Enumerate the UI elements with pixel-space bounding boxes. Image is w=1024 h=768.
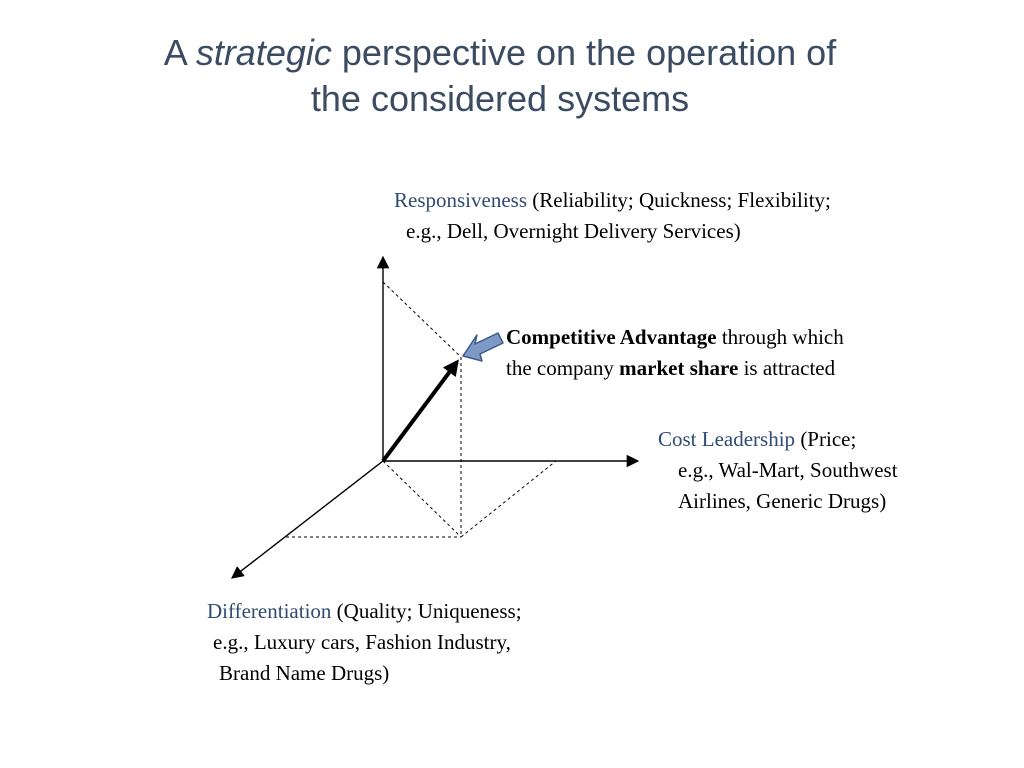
cost-leadership-desc-3: Airlines, Generic Drugs)	[678, 489, 887, 513]
responsiveness-desc-1: (Reliability; Quickness; Flexibility;	[527, 188, 831, 212]
title-emphasis: strategic	[195, 32, 332, 73]
competitive-advantage-label: Competitive Advantage through which the …	[506, 322, 844, 384]
advantage-text-3: is attracted	[738, 356, 836, 380]
advantage-text-1: through which	[716, 325, 844, 349]
cost-leadership-name: Cost Leadership	[658, 427, 796, 451]
cost-leadership-label: Cost Leadership (Price; e.g., Wal-Mart, …	[658, 424, 898, 517]
differentiation-name: Differentiation	[207, 599, 332, 623]
title-prefix: A	[163, 32, 196, 73]
differentiation-desc-1: (Quality; Uniqueness;	[331, 599, 522, 623]
callout-arrow-icon	[462, 332, 504, 362]
advantage-bold-1: Competitive Advantage	[506, 325, 717, 349]
differentiation-desc-2: e.g., Luxury cars, Fashion Industry,	[213, 630, 511, 654]
responsiveness-label: Responsiveness (Reliability; Quickness; …	[394, 185, 831, 247]
differentiation-axis	[231, 460, 384, 579]
advantage-text-2: the company	[506, 356, 620, 380]
advantage-bold-2: market share	[619, 356, 739, 380]
cost-leadership-desc-2: e.g., Wal-Mart, Southwest	[678, 458, 898, 482]
slide-title: A strategic perspective on the operation…	[60, 30, 940, 122]
title-line-2: the considered systems	[310, 78, 690, 119]
differentiation-label: Differentiation (Quality; Uniqueness; e.…	[207, 596, 522, 689]
projection-lines	[286, 281, 557, 538]
responsiveness-desc-2: e.g., Dell, Overnight Delivery Services)	[406, 219, 741, 243]
differentiation-desc-3: Brand Name Drugs)	[219, 661, 390, 685]
cost-leadership-desc-1: (Price;	[795, 427, 857, 451]
competitive-advantage-vector	[381, 359, 459, 463]
title-rest: perspective on the operation of	[331, 32, 837, 73]
responsiveness-name: Responsiveness	[394, 188, 527, 212]
